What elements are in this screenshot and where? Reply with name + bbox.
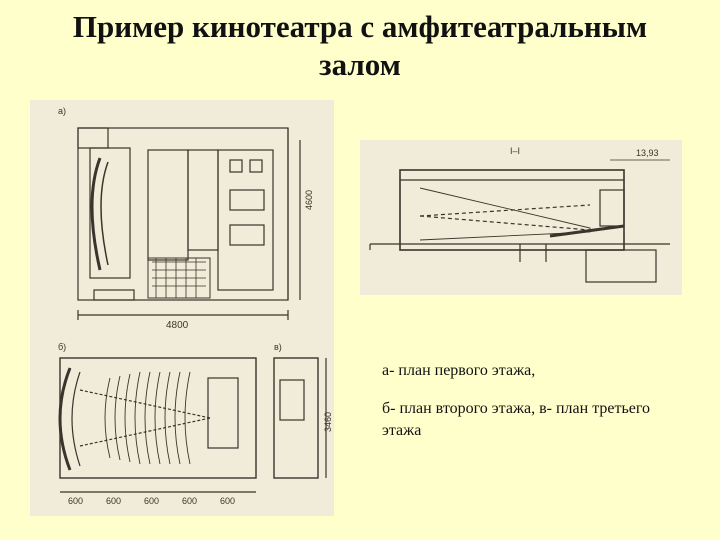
dim-bottom-4: 600 [182, 496, 197, 506]
dim-bottom-1: 600 [68, 496, 83, 506]
dim-bottom-3: 600 [144, 496, 159, 506]
slide-title: Пример кинотеатра с амфитеатральным зало… [0, 8, 720, 84]
dim-vertical-a: 4600 [304, 190, 314, 210]
elevation-mark: 13,93 [636, 148, 659, 158]
caption-line-1: а- план первого этажа, [382, 362, 536, 379]
label-a: а) [58, 106, 66, 116]
label-b: б) [58, 342, 66, 352]
dim-vertical-v: 3460 [323, 412, 333, 432]
section-drawing: I–I 13,93 [360, 140, 682, 295]
floor-plans-drawing: а) 4600 4800 б) в) 3460 600 600 600 600 … [30, 100, 334, 516]
dim-bottom-5: 600 [220, 496, 235, 506]
label-v: в) [274, 342, 282, 352]
dims-bottom-b: 600 600 600 600 600 [68, 496, 235, 506]
dim-bottom-2: 600 [106, 496, 121, 506]
section-label: I–I [510, 146, 520, 156]
figure-caption: а- план первого этажа, б- план второго э… [382, 360, 682, 458]
title-line-2: залом [319, 47, 401, 82]
caption-line-2: б- план второго этажа, в- план третьего … [382, 400, 651, 439]
title-line-1: Пример кинотеатра с амфитеатральным [72, 9, 648, 44]
dim-horizontal-a: 4800 [166, 320, 189, 331]
